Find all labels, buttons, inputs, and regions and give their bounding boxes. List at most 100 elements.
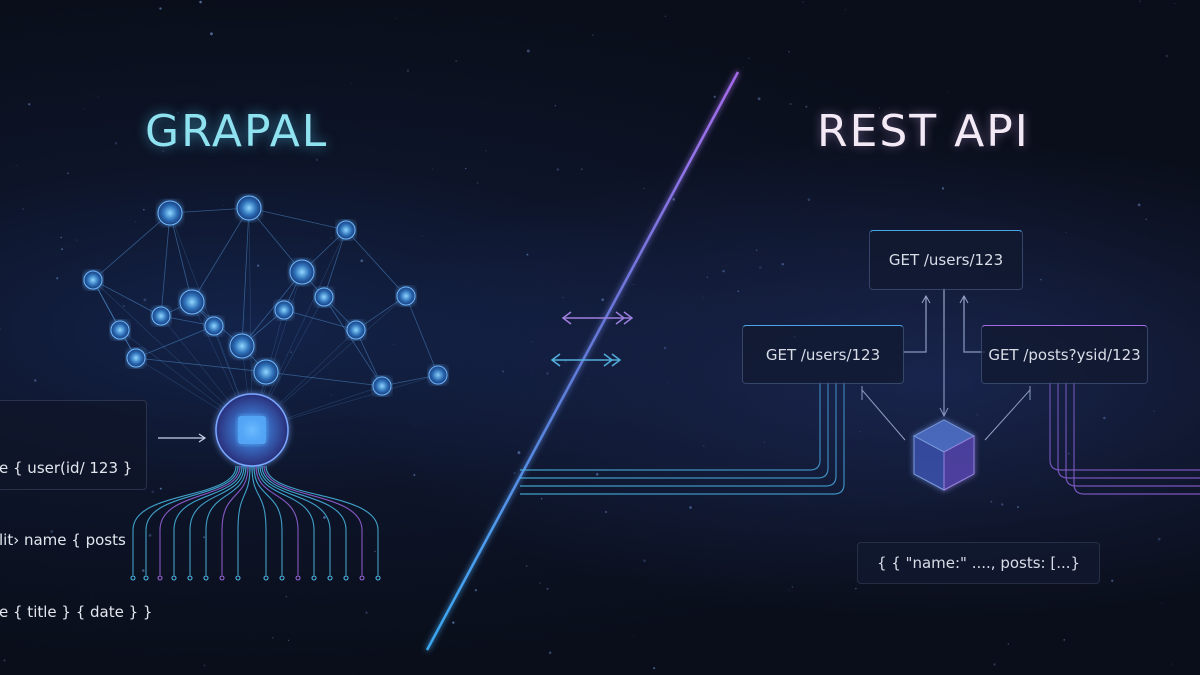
rest-line-left xyxy=(520,382,837,487)
star xyxy=(540,498,543,500)
star xyxy=(396,18,398,19)
star xyxy=(1145,218,1148,221)
star xyxy=(297,325,298,327)
star xyxy=(667,382,669,384)
fan-line xyxy=(251,465,267,575)
network-node xyxy=(428,365,448,385)
network-node xyxy=(157,200,183,226)
network-node xyxy=(236,195,262,221)
network-edge xyxy=(323,296,383,387)
star xyxy=(788,589,790,591)
star xyxy=(1157,537,1161,541)
star xyxy=(748,57,750,60)
star xyxy=(76,239,78,241)
network-node xyxy=(396,286,416,306)
network-node xyxy=(126,348,146,368)
star xyxy=(807,198,811,201)
rest-line-left xyxy=(520,382,829,479)
hub-core xyxy=(238,416,266,444)
rest-line-right xyxy=(1073,382,1200,495)
star xyxy=(546,372,549,375)
network-node xyxy=(336,220,356,240)
star xyxy=(406,69,410,72)
star xyxy=(1111,579,1114,582)
star xyxy=(781,263,784,266)
star xyxy=(1068,452,1070,455)
fan-line xyxy=(259,465,331,575)
star xyxy=(177,112,179,114)
star xyxy=(360,259,364,263)
network-edge xyxy=(160,212,171,317)
star xyxy=(315,158,319,161)
star xyxy=(755,249,758,251)
fan-terminal xyxy=(295,575,301,581)
fan-line xyxy=(253,465,283,575)
star xyxy=(564,360,567,363)
star xyxy=(531,341,533,343)
star xyxy=(633,636,635,638)
network-node xyxy=(179,289,205,315)
star xyxy=(1139,0,1141,2)
star xyxy=(869,215,871,217)
star xyxy=(990,500,993,503)
star xyxy=(353,673,354,675)
star xyxy=(689,506,692,509)
star xyxy=(61,248,63,250)
star xyxy=(702,297,704,299)
fan-terminal xyxy=(279,575,285,581)
star xyxy=(517,451,521,455)
star xyxy=(556,168,560,171)
star xyxy=(159,7,162,10)
star xyxy=(713,95,716,98)
network-node xyxy=(289,259,315,285)
star xyxy=(92,594,93,596)
star xyxy=(374,550,376,553)
star xyxy=(722,269,725,273)
star xyxy=(319,645,321,646)
star xyxy=(513,471,516,475)
star xyxy=(330,237,333,239)
star xyxy=(134,221,136,222)
double-arrow-purple-icon xyxy=(615,311,626,325)
star xyxy=(56,277,59,280)
star xyxy=(995,119,997,122)
star xyxy=(287,639,290,641)
rest-line-right xyxy=(1049,382,1200,471)
star xyxy=(1001,503,1004,506)
double-arrow-cyan-icon xyxy=(611,353,622,367)
arrow-head xyxy=(939,407,949,418)
rest-line-right xyxy=(1057,382,1200,479)
network-node xyxy=(314,287,334,307)
network-edge xyxy=(355,329,383,387)
network-node xyxy=(151,306,171,326)
network-edge xyxy=(323,229,347,298)
network-edge xyxy=(191,207,250,303)
star xyxy=(413,425,415,426)
star xyxy=(203,536,206,539)
star xyxy=(763,441,765,443)
star xyxy=(702,445,705,448)
star xyxy=(525,565,528,567)
query-line: e { user(id/ 123 } xyxy=(0,459,133,477)
connector xyxy=(903,296,927,353)
star xyxy=(1007,643,1010,645)
fan-line xyxy=(255,465,299,575)
star xyxy=(143,298,147,302)
star xyxy=(199,0,202,4)
network-edge xyxy=(135,325,215,359)
star xyxy=(706,276,708,278)
star xyxy=(1161,602,1163,604)
star xyxy=(759,266,762,269)
fan-terminal xyxy=(263,575,269,581)
star xyxy=(526,253,529,256)
star xyxy=(34,379,37,382)
star xyxy=(605,511,608,514)
fan-terminal xyxy=(219,575,225,581)
network-node xyxy=(372,376,392,396)
rest-line-right xyxy=(1065,382,1200,487)
star xyxy=(592,34,594,36)
network-node xyxy=(274,300,294,320)
star xyxy=(455,60,458,62)
connector xyxy=(861,389,906,441)
